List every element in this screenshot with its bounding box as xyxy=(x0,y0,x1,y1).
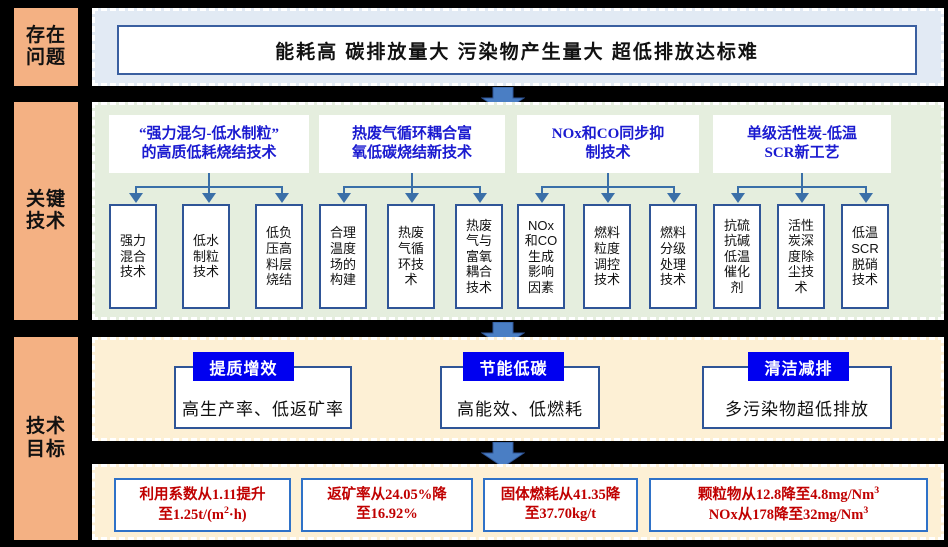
sidebar-label-line2: 目标 xyxy=(25,438,66,460)
tech-item-label: 抗硫抗碱低温催化剂 xyxy=(723,217,750,295)
connector-arrow-2-0 xyxy=(535,193,549,203)
tech-group-header-0: “强力混匀-低水制粒” 的高质低耗烧结技术 xyxy=(109,115,309,173)
problems-band: 能耗高 碳排放量大 污染物产生量大 超低排放达标难 xyxy=(92,8,944,86)
tech-item-label: 热废气与富氧耦合技术 xyxy=(465,217,492,295)
connector-arrow-3-2 xyxy=(859,193,873,203)
connector-arrow-2-2 xyxy=(667,193,681,203)
goal-tag-0: 提质增效 xyxy=(193,352,294,381)
technical-goals-band: 高生产率、低返矿率 提质增效 高能效、低燃耗 节能低碳 多污染物超低排放 清洁减… xyxy=(92,337,944,441)
connector-drop-1-2 xyxy=(479,186,481,194)
goal-tag-1: 节能低碳 xyxy=(463,352,564,381)
tech-group-header-line2: 氧低碳烧结新技术 xyxy=(351,145,472,161)
result-line2: 至16.92% xyxy=(356,506,418,522)
result-line1: 固体燃耗从41.35降 xyxy=(500,487,621,504)
result-box-0: 利用系数从1.11提升 至1.25t/(m2·h) xyxy=(114,478,291,532)
sidebar-item-key-technologies: 关键 技术 xyxy=(14,102,78,320)
connector-drop-2-1 xyxy=(607,186,609,194)
tech-item-2-1: 燃料粒度调控技术 xyxy=(583,204,631,309)
connector-arrow-1-2 xyxy=(473,193,487,203)
connector-drop-3-0 xyxy=(737,186,739,194)
sidebar-label-line1: 存在 xyxy=(25,24,66,46)
flow-arrow-goals-to-results xyxy=(481,442,525,468)
tech-group-header-line1: 热废气循环耦合富 xyxy=(351,126,472,143)
tech-group-header-line2: SCR新工艺 xyxy=(764,145,840,161)
result-box-2: 固体燃耗从41.35降 至37.70kg/t xyxy=(483,478,638,532)
connector-arrow-2-1 xyxy=(601,193,615,203)
tech-item-label: 燃料粒度调控技术 xyxy=(593,225,620,288)
tech-item-0-1: 低水制粒技术 xyxy=(182,204,230,309)
result-line2: 至1.25t/(m2·h) xyxy=(158,504,247,523)
tech-group-header-line1: 单级活性炭-低温 xyxy=(747,126,857,143)
connector-stem-1 xyxy=(411,173,413,187)
key-technologies-band: “强力混匀-低水制粒” 的高质低耗烧结技术 强力混合技术 低水制粒技术 低负压高… xyxy=(92,102,944,320)
tech-item-1-0: 合理温度场的构建 xyxy=(319,204,367,309)
connector-drop-3-1 xyxy=(801,186,803,194)
sidebar-item-technical-goals: 技术 目标 xyxy=(14,337,78,540)
connector-arrow-1-1 xyxy=(405,193,419,203)
connector-arrow-3-0 xyxy=(731,193,745,203)
result-line2: 至37.70kg/t xyxy=(524,506,597,522)
result-box-3: 颗粒物从12.8降至4.8mg/Nm3 NOx从178降至32mg/Nm3 xyxy=(649,478,928,532)
tech-item-label: 燃料分级处理技术 xyxy=(659,225,686,288)
connector-stem-2 xyxy=(607,173,609,187)
connector-stem-0 xyxy=(208,173,210,187)
result-line1: 颗粒物从12.8降至4.8mg/Nm3 xyxy=(697,485,880,504)
tech-item-label: 强力混合技术 xyxy=(119,233,146,280)
sidebar-item-existing-problems: 存在 问题 xyxy=(14,8,78,86)
tech-group-header-line1: NOx和CO同步抑 xyxy=(551,126,665,143)
tech-item-1-1: 热废气循环技术 xyxy=(387,204,435,309)
tech-item-label: 低负压高料层烧结 xyxy=(265,225,292,288)
problem-statement-box: 能耗高 碳排放量大 污染物产生量大 超低排放达标难 xyxy=(117,25,917,75)
tech-group-header-3: 单级活性炭-低温 SCR新工艺 xyxy=(713,115,891,173)
connector-stem-3 xyxy=(801,173,803,187)
goal-card-1: 高能效、低燃耗 xyxy=(440,366,600,429)
tech-group-header-line2: 制技术 xyxy=(585,145,631,161)
result-line1: 利用系数从1.11提升 xyxy=(139,486,266,503)
tech-item-label: 合理温度场的构建 xyxy=(329,225,356,288)
tech-item-3-0: 抗硫抗碱低温催化剂 xyxy=(713,204,761,309)
connector-arrow-3-1 xyxy=(795,193,809,203)
sidebar-label-line2: 技术 xyxy=(25,211,66,232)
connector-drop-0-0 xyxy=(135,186,137,194)
result-line2: NOx从178降至32mg/Nm3 xyxy=(708,505,869,523)
tech-item-label: 活性炭深度除尘技术 xyxy=(787,217,814,295)
results-band: 利用系数从1.11提升 至1.25t/(m2·h) 返矿率从24.05%降 至1… xyxy=(92,464,944,540)
sidebar-label-line1: 关键 xyxy=(25,188,66,210)
tech-group-header-line2: 的高质低耗烧结技术 xyxy=(141,145,277,161)
connector-drop-0-2 xyxy=(281,186,283,194)
result-box-1: 返矿率从24.05%降 至16.92% xyxy=(301,478,473,532)
connector-drop-1-1 xyxy=(411,186,413,194)
connector-drop-0-1 xyxy=(208,186,210,194)
tech-item-3-1: 活性炭深度除尘技术 xyxy=(777,204,825,309)
tech-item-2-2: 燃料分级处理技术 xyxy=(649,204,697,309)
sidebar-label-line1: 技术 xyxy=(25,416,66,438)
sidebar-label-line2: 问题 xyxy=(25,47,66,68)
tech-item-label: 低水制粒技术 xyxy=(192,233,219,280)
connector-arrow-0-2 xyxy=(275,193,289,203)
tech-group-header-1: 热废气循环耦合富 氧低碳烧结新技术 xyxy=(319,115,505,173)
connector-arrow-1-0 xyxy=(337,193,351,203)
result-line1: 返矿率从24.05%降 xyxy=(327,487,447,504)
tech-item-0-0: 强力混合技术 xyxy=(109,204,157,309)
tech-group-header-2: NOx和CO同步抑 制技术 xyxy=(517,115,699,173)
connector-drop-2-0 xyxy=(541,186,543,194)
tech-group-header-line1: “强力混匀-低水制粒” xyxy=(139,126,279,143)
goal-tag-2: 清洁减排 xyxy=(748,352,849,381)
tech-item-label: 热废气循环技术 xyxy=(397,225,424,288)
tech-item-0-2: 低负压高料层烧结 xyxy=(255,204,303,309)
connector-arrow-0-1 xyxy=(202,193,216,203)
connector-arrow-0-0 xyxy=(129,193,143,203)
connector-drop-2-2 xyxy=(673,186,675,194)
connector-drop-1-0 xyxy=(343,186,345,194)
tech-item-1-2: 热废气与富氧耦合技术 xyxy=(455,204,503,309)
connector-drop-3-2 xyxy=(865,186,867,194)
